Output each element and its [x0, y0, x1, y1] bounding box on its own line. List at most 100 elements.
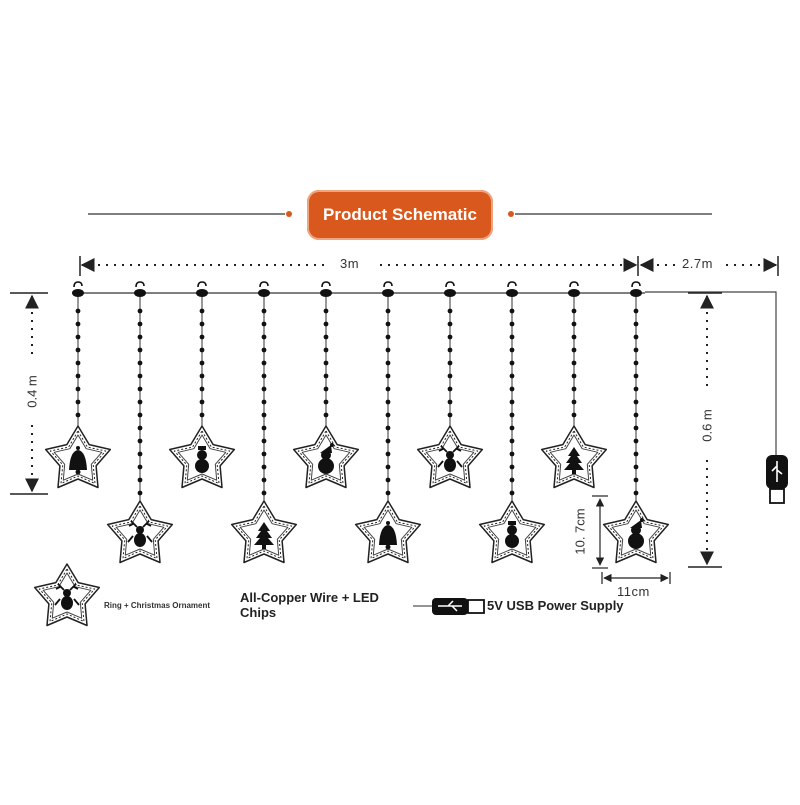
led-chip: [509, 308, 515, 314]
strand-1: [44, 281, 112, 489]
led-chip: [447, 399, 453, 405]
dim-label-11cm: 11cm: [617, 584, 650, 599]
led-chip: [509, 399, 515, 405]
led-chip: [571, 308, 577, 314]
bell-icon: [379, 521, 397, 550]
clip: [196, 289, 208, 297]
led-chip: [261, 412, 267, 418]
led-chip: [571, 321, 577, 327]
led-chip: [633, 477, 639, 483]
led-chip: [385, 347, 391, 353]
star-ornament: [478, 500, 546, 564]
strand-8: [478, 281, 546, 564]
led-chip: [137, 477, 143, 483]
led-chip: [75, 373, 81, 379]
led-chip: [75, 334, 81, 340]
led-chip: [137, 412, 143, 418]
led-chip: [323, 386, 329, 392]
strand-6: [354, 281, 422, 564]
light-strands: [44, 281, 670, 564]
clip: [72, 289, 84, 297]
led-chip: [571, 347, 577, 353]
led-chip: [137, 425, 143, 431]
led-chip: [261, 490, 267, 496]
led-chip: [509, 464, 515, 470]
legend-star-ornament: [33, 563, 101, 627]
led-chip: [509, 451, 515, 457]
hook-icon: [507, 281, 517, 288]
lead-wire: [645, 291, 777, 455]
led-chip: [571, 334, 577, 340]
led-chip: [137, 321, 143, 327]
led-chip: [323, 308, 329, 314]
led-chip: [323, 334, 329, 340]
led-chip: [199, 412, 205, 418]
hook-icon: [259, 281, 269, 288]
bell-icon: [69, 446, 87, 475]
hook-icon: [73, 281, 83, 288]
snowman-icon: [505, 521, 519, 548]
led-chip: [261, 464, 267, 470]
led-chip: [137, 373, 143, 379]
led-chip: [385, 308, 391, 314]
led-chip: [137, 360, 143, 366]
led-chip: [261, 360, 267, 366]
led-chip: [447, 321, 453, 327]
reindeer-icon: [127, 520, 153, 547]
led-chip: [261, 399, 267, 405]
led-chip: [199, 308, 205, 314]
strand-2: [106, 281, 174, 564]
star-ornament: [354, 500, 422, 564]
legend-wire-label: All-Copper Wire + LED Chips: [240, 590, 379, 620]
led-chip: [509, 334, 515, 340]
led-chip: [261, 308, 267, 314]
led-chip: [509, 360, 515, 366]
led-chip: [323, 412, 329, 418]
led-chip: [571, 360, 577, 366]
led-chip: [447, 360, 453, 366]
led-chip: [385, 386, 391, 392]
led-chip: [447, 308, 453, 314]
led-chip: [137, 308, 143, 314]
led-chip: [633, 308, 639, 314]
dim-label-3m: 3m: [340, 256, 360, 271]
led-chip: [509, 425, 515, 431]
led-chip: [633, 464, 639, 470]
led-chip: [75, 321, 81, 327]
led-chip: [75, 399, 81, 405]
led-chip: [199, 399, 205, 405]
led-chip: [447, 347, 453, 353]
strand-3: [168, 281, 236, 489]
led-chip: [633, 490, 639, 496]
star-ornament: [168, 425, 236, 489]
clip: [382, 289, 394, 297]
led-chip: [137, 399, 143, 405]
led-chip: [261, 373, 267, 379]
reindeer-icon: [54, 583, 80, 610]
led-chip: [509, 373, 515, 379]
strand-9: [540, 281, 608, 489]
led-chip: [261, 438, 267, 444]
page-title: Product Schematic: [307, 190, 493, 240]
led-chip: [323, 347, 329, 353]
led-chip: [633, 347, 639, 353]
clip: [134, 289, 146, 297]
led-chip: [633, 451, 639, 457]
hook-icon: [135, 281, 145, 288]
santa-icon: [628, 518, 644, 549]
led-chip: [385, 451, 391, 457]
led-chip: [633, 386, 639, 392]
led-chip: [261, 477, 267, 483]
led-chip: [571, 412, 577, 418]
led-chip: [509, 477, 515, 483]
led-chip: [633, 360, 639, 366]
legend-power-label: 5V USB Power Supply: [487, 598, 624, 613]
led-chip: [323, 360, 329, 366]
led-chip: [571, 399, 577, 405]
led-chip: [385, 373, 391, 379]
star-ornament: [602, 500, 670, 564]
hook-icon: [197, 281, 207, 288]
led-chip: [385, 334, 391, 340]
clip: [506, 289, 518, 297]
dim-label-10-7cm: 10. 7cm: [572, 508, 588, 555]
